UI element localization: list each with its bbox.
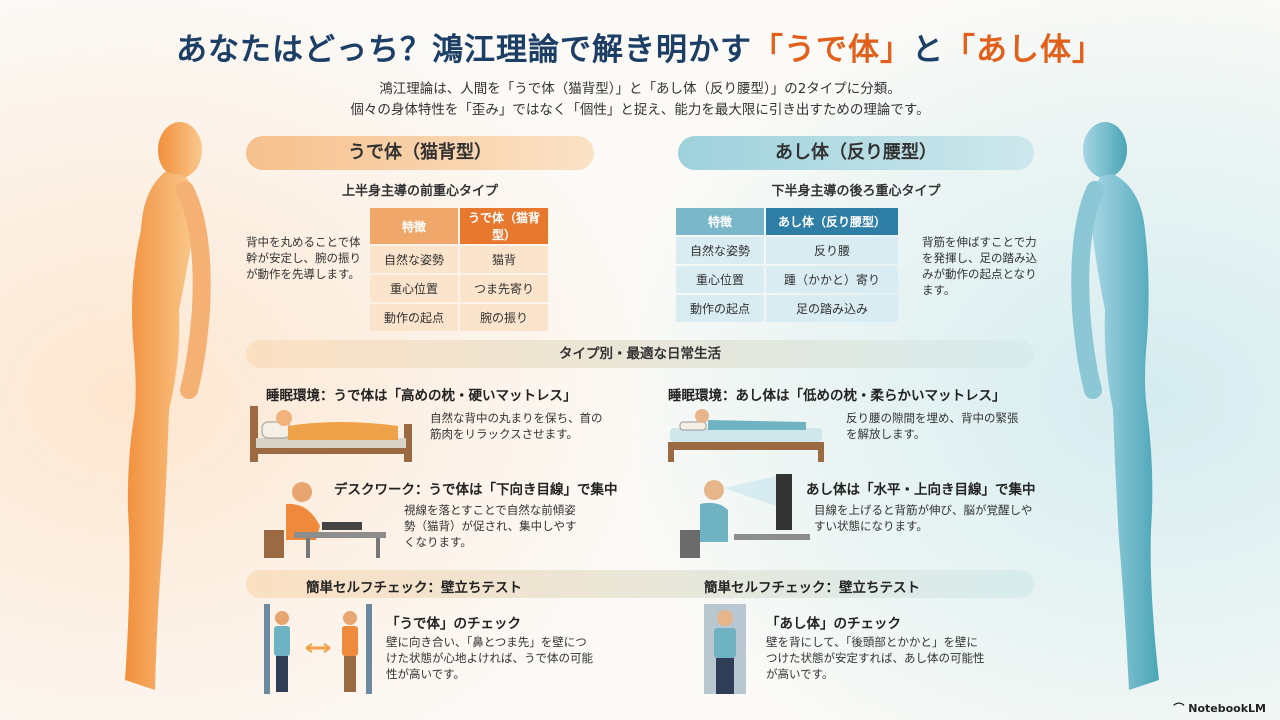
ude-header: うで体（猫背型）	[246, 136, 594, 170]
ashi-check-text: 壁を背にして、「後頭部とかかと」を壁につけた状態が安定すれば、あし体の可能性が高…	[766, 635, 985, 681]
ashi-sleep-text: 反り腰の隙間を埋め、背中の緊張を解放します。	[846, 411, 1019, 441]
wall-face-test-icon	[264, 604, 372, 694]
ude-sleep-title: 睡眠環境：うで体は「高めの枕・硬いマットレス」	[266, 388, 577, 404]
table-cell: つま先寄り	[460, 275, 548, 302]
table-header: うで体（猫背型）	[460, 208, 548, 244]
ude-desk-text: 視線を落とすことで自然な前傾姿勢（猫背）が促され、集中しやすくなります。	[404, 503, 577, 549]
brand-icon: ⌒	[1173, 702, 1189, 715]
table-header: 特徴	[370, 208, 458, 244]
ashi-description: 背筋を伸ばすことで力を発揮し、足の踏み込みが動作の起点となります。	[922, 235, 1037, 297]
ashi-body-figure	[1071, 122, 1159, 690]
ashi-desk-text: 目線を上げると背筋が伸び、脳が覚醒しやすい状態になります。	[814, 503, 1033, 533]
ude-subtitle: 上半身主導の前重心タイプ	[341, 184, 498, 199]
ashi-comparison-table: 特徴あし体（反り腰型） 自然な姿勢反り腰 重心位置踵（かかと）寄り 動作の起点足…	[674, 206, 900, 324]
ashi-desk-title: あし体は「水平・上向き目線」で集中	[806, 482, 1036, 498]
table-cell: 動作の起点	[370, 304, 458, 331]
table-cell: 動作の起点	[676, 295, 764, 322]
notebooklm-logo: ⌒ NotebookLM	[1173, 702, 1266, 715]
left-check-header: 簡単セルフチェック：壁立ちテスト	[306, 580, 522, 596]
table-cell: 自然な姿勢	[370, 246, 458, 273]
self-check-band	[246, 570, 1034, 598]
bed-low-pillow-icon	[668, 409, 824, 462]
table-cell: 重心位置	[370, 275, 458, 302]
desk-looking-forward-icon	[680, 474, 810, 558]
table-header: あし体（反り腰型）	[766, 208, 898, 235]
table-cell: 自然な姿勢	[676, 237, 764, 264]
table-cell: 足の踏み込み	[766, 295, 898, 322]
table-cell: 猫背	[460, 246, 548, 273]
page-title: あなたはどっち？鴻江理論で解き明かす「うで体」と「あし体」	[176, 32, 1104, 68]
table-cell: 重心位置	[676, 266, 764, 293]
ude-comparison-table: 特徴うで体（猫背型） 自然な姿勢猫背 重心位置つま先寄り 動作の起点腕の振り	[368, 206, 550, 333]
ashi-sleep-title: 睡眠環境：あし体は「低めの枕・柔らかいマットレス」	[668, 388, 1006, 404]
intro-line-2: 個々の身体特性を「歪み」ではなく「個性」と捉え、能力を最大限に引き出すための理論…	[350, 102, 930, 118]
ude-body-figure	[125, 122, 211, 690]
wall-back-test-icon	[704, 604, 746, 694]
bed-high-pillow-icon	[250, 406, 412, 462]
ashi-subtitle: 下半身主導の後ろ重心タイプ	[771, 184, 941, 199]
table-cell: 腕の振り	[460, 304, 548, 331]
ashi-check-title: 「あし体」のチェック	[766, 616, 901, 632]
table-header: 特徴	[676, 208, 764, 235]
right-check-header: 簡単セルフチェック：壁立ちテスト	[704, 580, 920, 596]
table-cell: 踵（かかと）寄り	[766, 266, 898, 293]
ude-desk-title: デスクワーク：うで体は「下向き目線」で集中	[334, 482, 618, 498]
daily-life-header: タイプ別・最適な日常生活	[246, 340, 1034, 368]
ude-description: 背中を丸めることで体幹が安定し、腕の振りが動作を先導します。	[246, 235, 361, 281]
desk-looking-down-icon	[264, 482, 386, 558]
ude-check-text: 壁に向き合い、「鼻とつま先」を壁につけた状態が心地よければ、うで体の可能性が高い…	[386, 635, 593, 681]
table-cell: 反り腰	[766, 237, 898, 264]
ude-sleep-text: 自然な背中の丸まりを保ち、首の筋肉をリラックスさせます。	[430, 411, 603, 441]
intro-line-1: 鴻江理論は、人間を「うで体（猫背型）」と「あし体（反り腰型）」の2タイプに分類。	[379, 81, 901, 97]
ude-check-title: 「うで体」のチェック	[386, 616, 521, 632]
ashi-header: あし体（反り腰型）	[678, 136, 1034, 170]
